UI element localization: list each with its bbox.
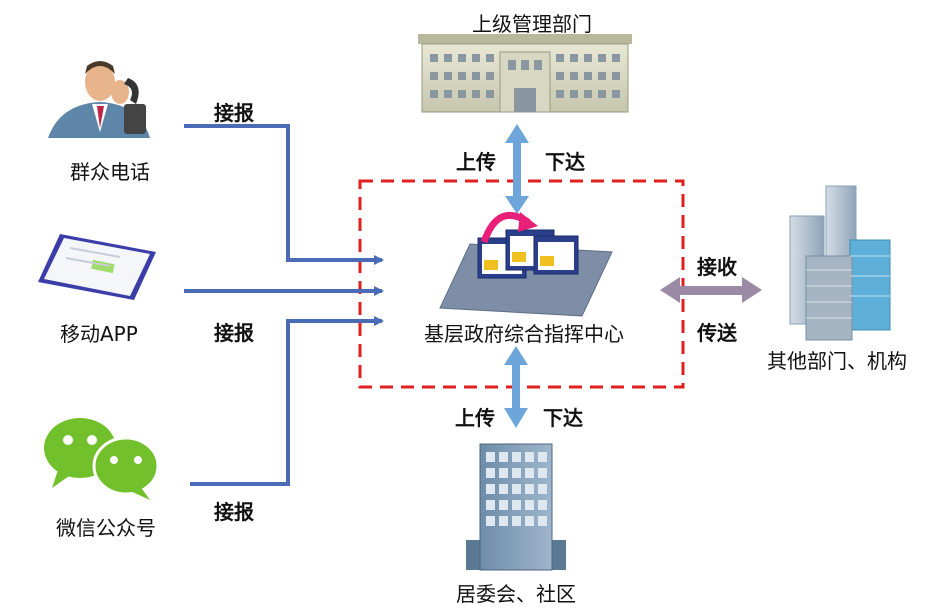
command-center-frame xyxy=(358,179,685,389)
receive-label: 接收 xyxy=(697,255,737,279)
side-double-arrow xyxy=(660,277,762,303)
report-label-app: 接报 xyxy=(214,321,254,345)
upper-double-arrow xyxy=(505,124,529,214)
smartphone-icon xyxy=(38,234,156,300)
source-wechat-label: 微信公众号 xyxy=(56,516,156,540)
source-app-label: 移动APP xyxy=(60,322,138,346)
upper-up-label: 上传 xyxy=(456,150,496,174)
report-label-phone: 接报 xyxy=(214,101,254,125)
monitoring-screens-icon xyxy=(439,211,613,317)
upper-dept-title: 上级管理部门 xyxy=(472,12,592,36)
source-phone-label: 群众电话 xyxy=(70,160,150,184)
wechat-report-line xyxy=(190,316,384,486)
lower-down-label: 下达 xyxy=(543,406,583,430)
upper-down-label: 下达 xyxy=(545,150,585,174)
other-dept-title: 其他部门、机构 xyxy=(767,349,907,373)
office-buildings-icon xyxy=(789,185,891,341)
command-center-title: 基层政府综合指挥中心 xyxy=(424,322,624,346)
send-label: 传送 xyxy=(697,321,737,345)
phone-report-line xyxy=(184,124,384,265)
residential-tower-icon xyxy=(466,443,566,571)
wechat-icon xyxy=(44,418,160,500)
lower-double-arrow xyxy=(504,346,528,428)
report-label-wechat: 接报 xyxy=(214,500,254,524)
government-building-icon xyxy=(418,34,632,113)
person-on-phone-icon xyxy=(48,61,150,138)
lower-up-label: 上传 xyxy=(455,406,495,430)
lower-community-title: 居委会、社区 xyxy=(456,582,576,606)
